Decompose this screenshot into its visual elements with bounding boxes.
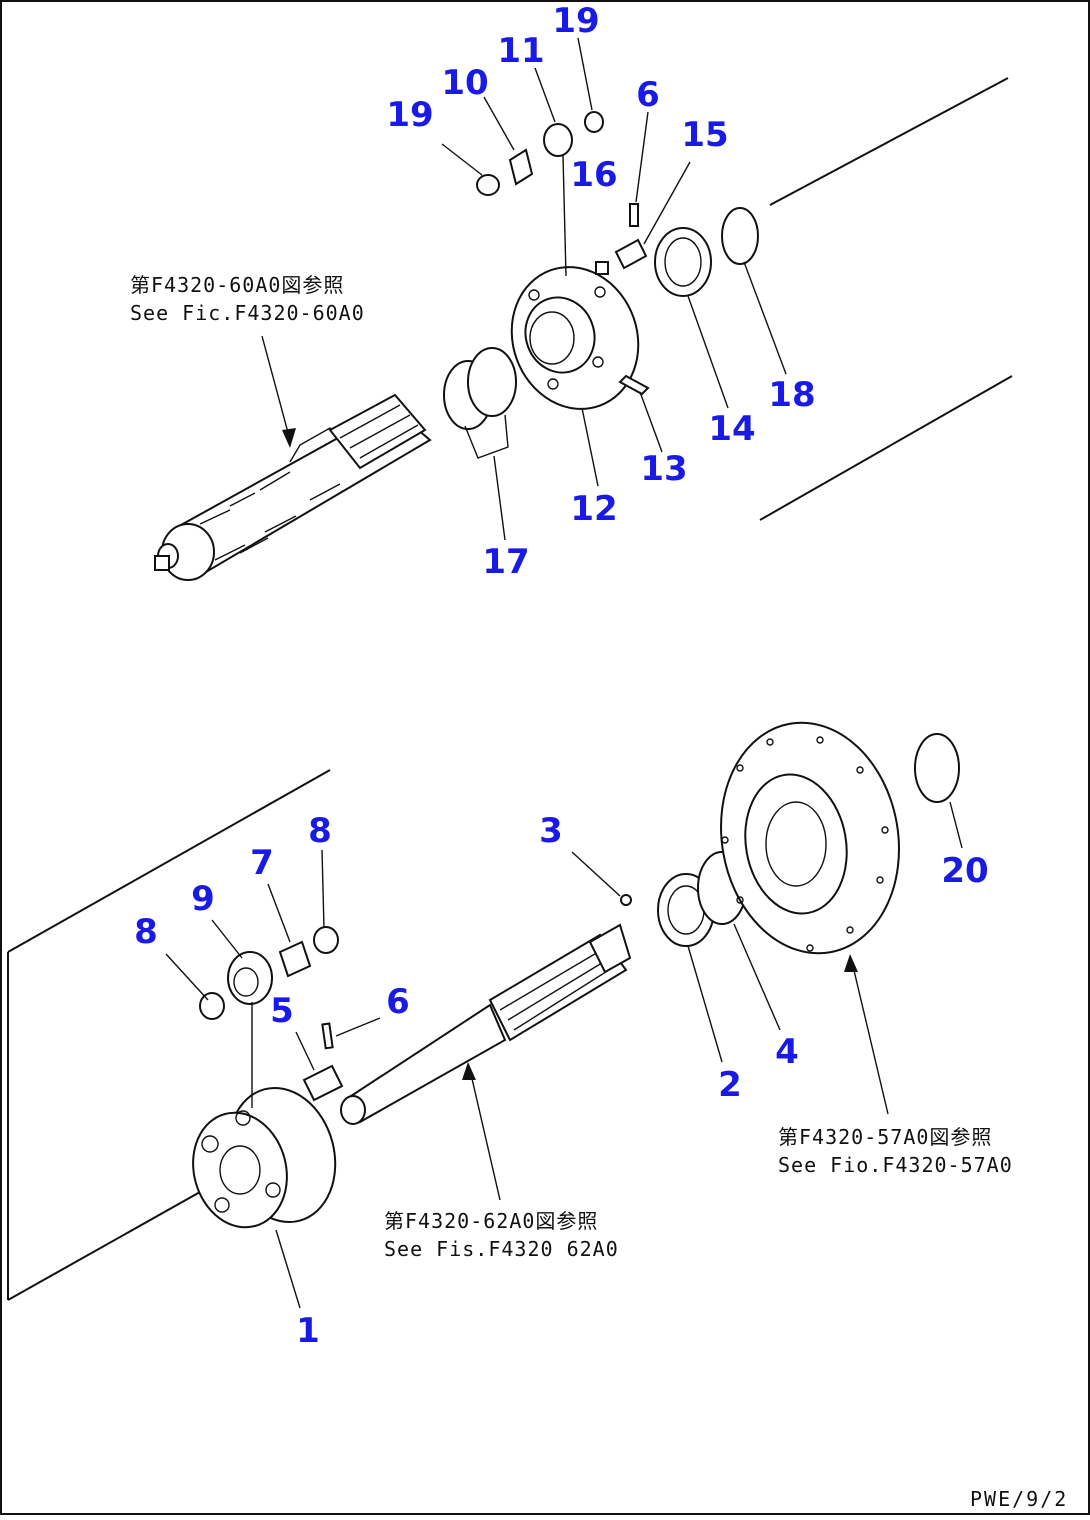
callout-8b: 8	[308, 811, 332, 851]
ref-arrow-right	[844, 954, 858, 972]
callout-18: 18	[768, 375, 815, 415]
washer-19-right	[584, 111, 604, 133]
snap-ring-20	[914, 733, 960, 803]
shaft-15	[614, 238, 648, 270]
callout-7: 7	[250, 843, 274, 883]
callout-19a: 19	[386, 95, 433, 135]
reference-right-en: See Fio.F4320-57A0	[778, 1153, 1013, 1177]
leader-14	[687, 295, 729, 409]
drawing-code: PWE/9/2	[970, 1487, 1068, 1511]
gear-9	[227, 951, 273, 1005]
callout-13: 13	[640, 449, 687, 489]
input-shaft-upper	[154, 393, 432, 581]
bearing-7	[278, 940, 312, 978]
callout-10: 10	[441, 63, 488, 103]
snap-ring-17b	[467, 347, 517, 417]
leader-11	[534, 67, 556, 123]
callout-2: 2	[718, 1065, 742, 1105]
callout-9: 9	[191, 879, 215, 919]
ref-leader-right	[851, 961, 889, 1115]
callout-15: 15	[681, 115, 728, 155]
reference-middle-jp: 第F4320-62A0図参照	[384, 1209, 598, 1233]
callout-14: 14	[708, 409, 755, 449]
leader-5	[295, 1031, 315, 1071]
pin-6-upper	[629, 203, 639, 227]
ring-gear-housing	[720, 721, 900, 955]
ring-tag-17	[464, 414, 509, 459]
leader-12	[581, 407, 599, 487]
output-shaft-lower	[340, 923, 632, 1125]
reference-upper-jp: 第F4320-60A0図参照	[130, 273, 344, 297]
washer-8-left	[199, 992, 225, 1020]
ref-leader-middle	[469, 1069, 501, 1201]
leader-6a	[635, 111, 649, 203]
leader-20	[949, 801, 963, 849]
shaft-5	[302, 1064, 344, 1102]
washer-19-left	[476, 174, 500, 196]
leader-6b	[335, 1017, 381, 1037]
ball-16	[595, 261, 609, 275]
snap-ring-18	[721, 207, 759, 265]
callout-6b: 6	[386, 982, 410, 1022]
leader-10	[483, 96, 515, 151]
ref-arrow-middle	[462, 1062, 476, 1080]
callout-4: 4	[775, 1032, 799, 1072]
leader-17	[493, 455, 506, 541]
leader-8a	[165, 953, 209, 1001]
callout-3: 3	[539, 811, 563, 851]
leader-8b	[321, 849, 325, 929]
housing-outline-lower-1	[7, 769, 331, 953]
planet-carrier-1	[192, 1086, 337, 1229]
ref-leader-upper	[261, 335, 291, 441]
leader-2	[687, 945, 723, 1063]
pin-6-lower	[321, 1022, 334, 1050]
housing-outline-upper-2	[759, 375, 1013, 521]
leader-19a	[441, 143, 483, 176]
leader-15	[643, 161, 691, 245]
leader-7	[267, 883, 291, 943]
leader-4	[733, 923, 781, 1031]
bearing-10	[508, 148, 534, 186]
leader-gear-carrier	[562, 155, 567, 277]
planet-carrier-12	[510, 266, 640, 410]
housing-outline-lower-3	[7, 1191, 201, 1301]
callout-19b: 19	[552, 1, 599, 41]
callout-12: 12	[570, 489, 617, 529]
callout-5: 5	[270, 991, 294, 1031]
callout-8a: 8	[134, 912, 158, 952]
ring-14	[654, 227, 712, 297]
callout-17: 17	[482, 542, 529, 582]
ball-3	[620, 894, 632, 906]
washer-8-right	[313, 926, 339, 954]
callout-1: 1	[296, 1311, 320, 1351]
callout-6a: 6	[636, 75, 660, 115]
callout-16: 16	[570, 155, 617, 195]
callout-20: 20	[941, 851, 988, 891]
leader-9	[211, 919, 243, 959]
housing-outline-upper-1	[769, 77, 1009, 206]
leader-19b	[577, 37, 593, 111]
leader-1	[275, 1229, 301, 1309]
reference-right-jp: 第F4320-57A0図参照	[778, 1125, 992, 1149]
ref-arrow-upper	[282, 428, 296, 448]
callout-11: 11	[497, 31, 544, 71]
reference-middle-en: See Fis.F4320 62A0	[384, 1237, 619, 1261]
pin-13	[618, 374, 650, 396]
leader-18	[743, 261, 787, 375]
leader-13	[639, 391, 663, 453]
gear-11	[543, 123, 573, 157]
leader-3	[571, 851, 621, 897]
reference-upper-en: See Fic.F4320-60A0	[130, 301, 365, 325]
